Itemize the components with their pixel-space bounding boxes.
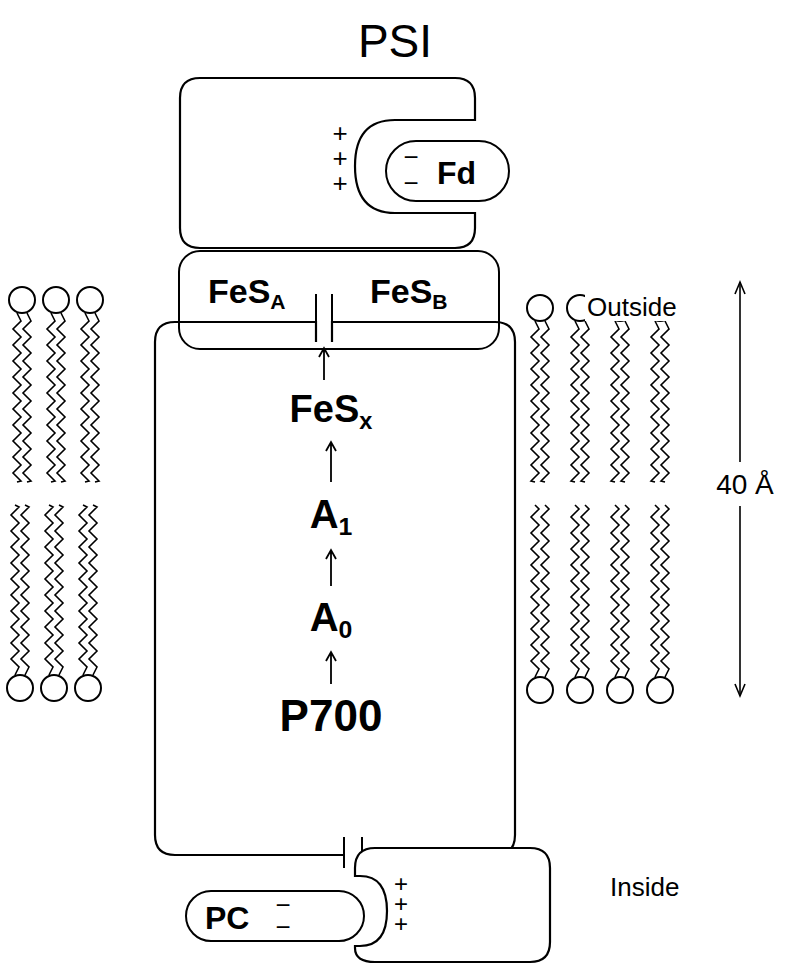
lipid-tail bbox=[57, 313, 65, 482]
cofactor-name: FeSA bbox=[208, 274, 286, 312]
lipid-tail bbox=[581, 505, 589, 677]
lipid-tail bbox=[45, 505, 53, 675]
lipid-tail bbox=[621, 321, 629, 482]
lipid-tail bbox=[571, 321, 579, 482]
side-label: Outside bbox=[585, 293, 679, 321]
ferredoxin-pill: −−Fd bbox=[385, 140, 510, 202]
lipid-tail bbox=[611, 321, 619, 482]
lipid-tail bbox=[541, 321, 549, 482]
electron-channel bbox=[316, 294, 362, 868]
lipid-tail bbox=[13, 313, 21, 482]
lipid-head bbox=[75, 675, 101, 701]
lipid-tail bbox=[55, 505, 63, 675]
binding-protein: +++ bbox=[355, 848, 550, 962]
cofactor-name: P700 bbox=[280, 694, 383, 738]
lipid-head bbox=[9, 287, 35, 313]
protein-name: PC bbox=[205, 902, 249, 934]
lipid-tail bbox=[531, 505, 539, 677]
electron-transfer-arrow bbox=[319, 348, 329, 380]
lipid-head bbox=[41, 675, 67, 701]
lipid-tail bbox=[541, 505, 549, 677]
diagram-title: PSI bbox=[358, 18, 432, 64]
dimension-label: 40 Å bbox=[714, 470, 776, 500]
charge-sign: + bbox=[332, 120, 347, 146]
plastocyanin-pill: PC−− bbox=[185, 890, 365, 942]
lipid-head bbox=[527, 677, 553, 703]
protein-outline bbox=[355, 848, 550, 962]
charge-sign: + bbox=[332, 170, 347, 196]
cofactor-name: A1 bbox=[310, 494, 353, 540]
lipid-tail bbox=[11, 505, 19, 675]
lipid-head bbox=[567, 677, 593, 703]
charge-sign: − bbox=[403, 144, 418, 170]
lipid-tail bbox=[91, 313, 99, 482]
lipid-tail bbox=[661, 505, 669, 677]
electron-transfer-arrow bbox=[326, 442, 336, 482]
lipid-head bbox=[647, 677, 673, 703]
protein-outline-path bbox=[155, 322, 515, 855]
lipid-tail bbox=[531, 321, 539, 482]
lipid-head bbox=[7, 675, 33, 701]
lipid-tail bbox=[621, 505, 629, 677]
lipid-tail bbox=[89, 505, 97, 675]
cofactor-name: FeSB bbox=[370, 274, 448, 312]
charge-sign: + bbox=[332, 145, 347, 171]
lipid-tail bbox=[651, 505, 659, 677]
cofactor-name: FeSx bbox=[290, 390, 373, 434]
lipid-tail bbox=[21, 505, 29, 675]
iron-sulfur-box: FeSA FeSB bbox=[178, 250, 500, 350]
lipid-tail bbox=[47, 313, 55, 482]
lipid-tail bbox=[581, 321, 589, 482]
lipid-tail bbox=[79, 505, 87, 675]
lipid-head bbox=[43, 287, 69, 313]
electron-transfer-arrow bbox=[326, 550, 336, 586]
reaction-center-body: FeSxA1A0P700 bbox=[155, 322, 515, 855]
lipid-tail bbox=[571, 505, 579, 677]
cofactor-name: A0 bbox=[310, 597, 353, 643]
protein-name: Fd bbox=[437, 157, 476, 189]
lipid-tail bbox=[661, 321, 669, 482]
lipid-head bbox=[527, 295, 553, 321]
lipid-tail bbox=[611, 505, 619, 677]
lipid-head bbox=[77, 287, 103, 313]
charge-sign: + bbox=[394, 912, 408, 936]
lipid-tail bbox=[81, 313, 89, 482]
charge-sign: − bbox=[275, 914, 290, 940]
lipid-tail bbox=[23, 313, 31, 482]
protein-outline-path bbox=[355, 848, 550, 962]
charge-sign: − bbox=[403, 170, 418, 196]
lipid-tail bbox=[651, 321, 659, 482]
lipid-head bbox=[607, 677, 633, 703]
side-label: Inside bbox=[608, 873, 681, 901]
electron-transfer-arrow bbox=[326, 652, 336, 684]
